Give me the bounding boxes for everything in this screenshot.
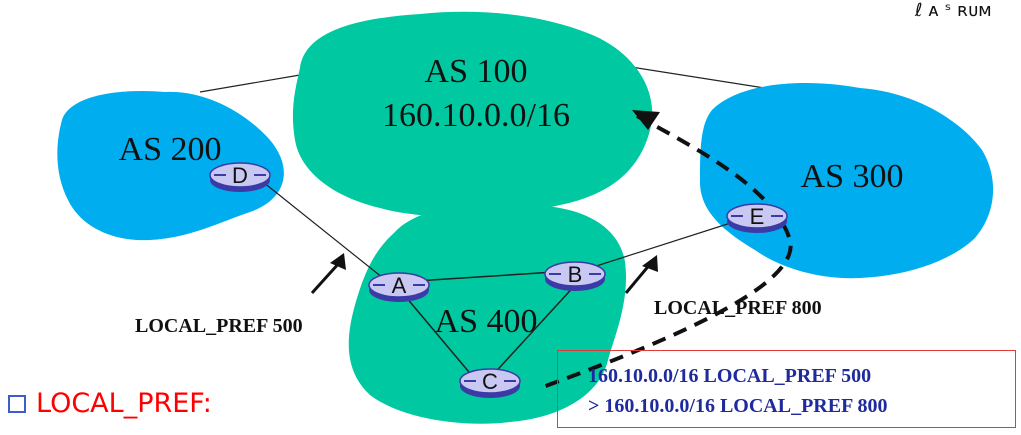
link-b-c xyxy=(489,281,579,379)
link-b-e xyxy=(589,219,741,269)
router-e-label: E xyxy=(750,204,765,229)
router-b: B xyxy=(544,261,606,291)
bullet-text: LOCAL_PREF: xyxy=(36,388,212,419)
arrow-to-a-head xyxy=(330,253,346,270)
link-d-a xyxy=(257,177,389,283)
router-e: E xyxy=(726,203,788,233)
router-c-label: C xyxy=(482,369,498,394)
arrow-to-b-line xyxy=(624,262,653,294)
local-pref-800-label: LOCAL_PREF 800 xyxy=(654,297,822,319)
router-d-label: D xyxy=(232,163,248,188)
router-b-label: B xyxy=(568,262,583,287)
router-a-label: A xyxy=(392,273,407,298)
route-path-dashed xyxy=(539,114,793,390)
arrow-to-a-line xyxy=(310,260,342,295)
as400-cloud xyxy=(348,203,627,424)
local-pref-bullet: LOCAL_PREF: xyxy=(8,388,212,419)
link-a-c xyxy=(399,289,475,379)
bullet-square-icon xyxy=(8,394,26,413)
router-d: D xyxy=(209,162,271,192)
corner-scribble: ℓ ᴀ ˢ ʀᴜᴍ xyxy=(914,0,992,21)
router-c: C xyxy=(459,368,521,398)
route-arrowhead xyxy=(632,110,660,130)
as200-name: AS 200 xyxy=(119,131,222,168)
as200-cloud xyxy=(57,90,284,241)
router-a: A xyxy=(368,272,430,302)
as300-name: AS 300 xyxy=(801,158,904,195)
link-a-b xyxy=(399,270,571,283)
comparison-line-1: 160.10.0.0/16 LOCAL_PREF 500 xyxy=(588,365,872,387)
as100-prefix: 160.10.0.0/16 xyxy=(382,97,570,134)
as400-name: AS 400 xyxy=(435,303,538,340)
local-pref-comparison-box: 160.10.0.0/16 LOCAL_PREF 500 > 160.10.0.… xyxy=(557,350,1016,428)
arrow-to-b-head xyxy=(642,255,658,272)
local-pref-500-label: LOCAL_PREF 500 xyxy=(135,315,303,337)
as100-cloud xyxy=(292,11,653,217)
comparison-line-2: > 160.10.0.0/16 LOCAL_PREF 800 xyxy=(588,395,888,417)
link-as200-as100 xyxy=(199,74,301,93)
as100-name: AS 100 xyxy=(425,53,528,90)
